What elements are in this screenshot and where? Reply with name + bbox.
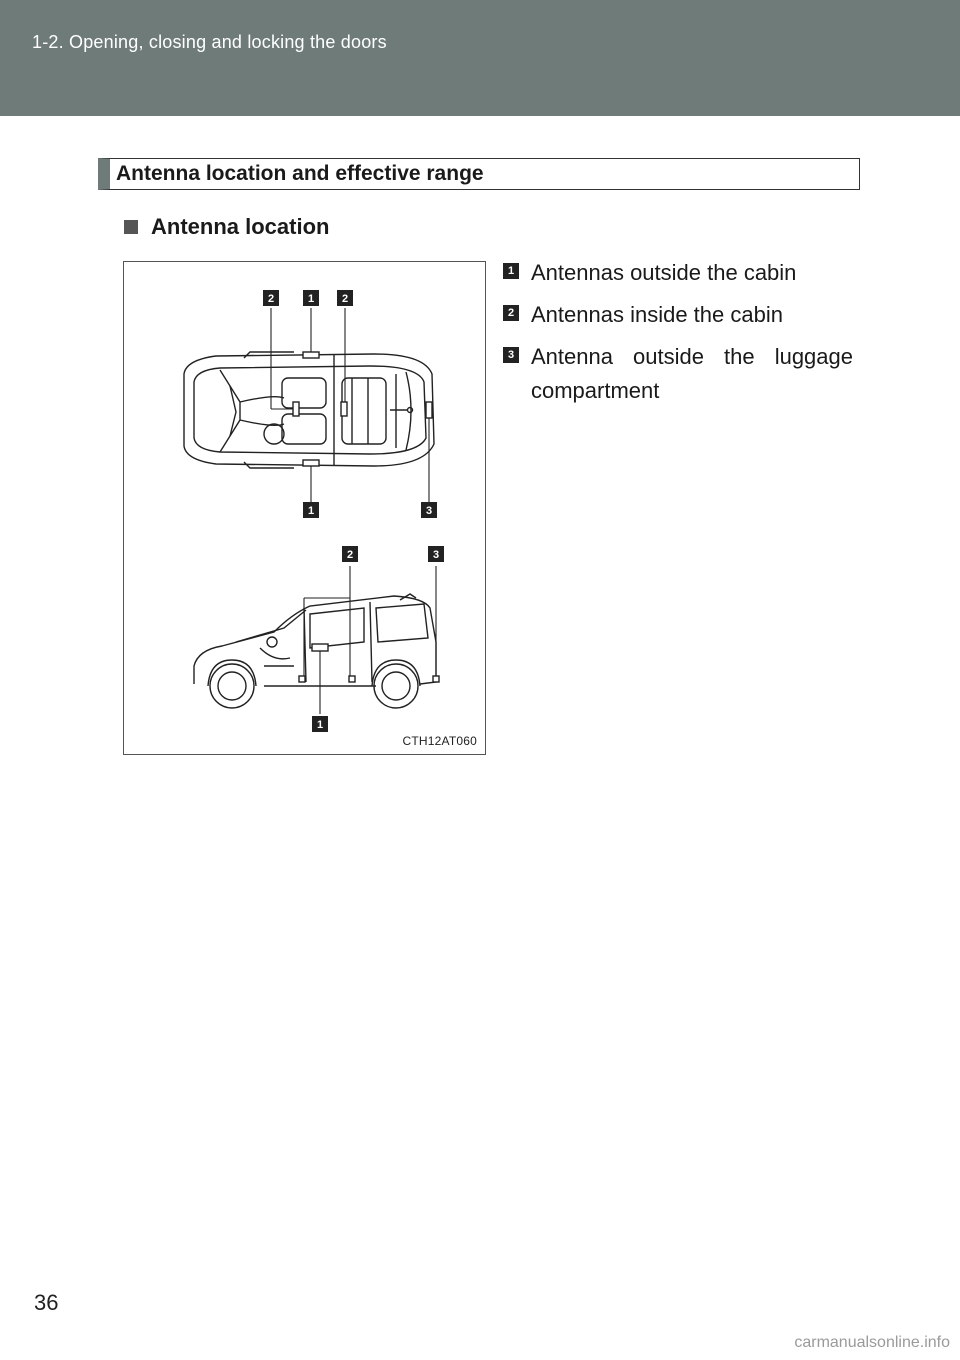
- legend-item: 2 Antennas inside the cabin: [503, 298, 855, 332]
- antenna-location-figure: 2 1 2 1 3 2 3 1 CTH12AT060: [123, 261, 486, 755]
- watermark: carmanualsonline.info: [794, 1334, 950, 1351]
- page-header: 1-2. Opening, closing and locking the do…: [0, 0, 960, 116]
- legend-text: Antennas inside the cabin: [531, 302, 783, 327]
- car-diagram: 2 1 2 1 3 2 3 1: [183, 290, 444, 732]
- callout-top-1a: 1: [308, 293, 314, 305]
- car-side-view: [193, 593, 437, 709]
- legend-text: Antennas outside the cabin: [531, 260, 797, 285]
- legend-number-badge: 2: [503, 305, 519, 321]
- callout-side-1: 1: [317, 719, 323, 731]
- antenna-legend: 1 Antennas outside the cabin 2 Antennas …: [503, 256, 855, 416]
- chapter-title: 1-2. Opening, closing and locking the do…: [32, 32, 387, 52]
- callout-top-2b: 2: [342, 293, 348, 305]
- legend-number-badge: 3: [503, 347, 519, 363]
- figure-code: CTH12AT060: [402, 734, 477, 748]
- page-number: 36: [34, 1290, 59, 1315]
- legend-text: Antenna outside the luggage compartment: [531, 344, 853, 403]
- section-heading-box: Antenna location and effective range: [98, 158, 860, 190]
- section-title: Antenna location and effective range: [116, 162, 484, 185]
- square-bullet-icon: [124, 220, 138, 234]
- callout-top-3: 3: [426, 505, 432, 517]
- car-top-view: [183, 351, 435, 469]
- callout-side-2: 2: [347, 549, 353, 561]
- callout-top-2a: 2: [268, 293, 274, 305]
- subheading-label: Antenna location: [151, 214, 330, 239]
- callout-top-1b: 1: [308, 505, 314, 517]
- legend-item: 1 Antennas outside the cabin: [503, 256, 855, 290]
- callout-badges-top: 2 1 2 1 3 2 3 1: [263, 290, 444, 732]
- subheading: Antenna location: [124, 214, 329, 240]
- callout-side-3: 3: [433, 549, 439, 561]
- legend-item: 3 Antenna outside the luggage compartmen…: [503, 340, 855, 408]
- legend-number-badge: 1: [503, 263, 519, 279]
